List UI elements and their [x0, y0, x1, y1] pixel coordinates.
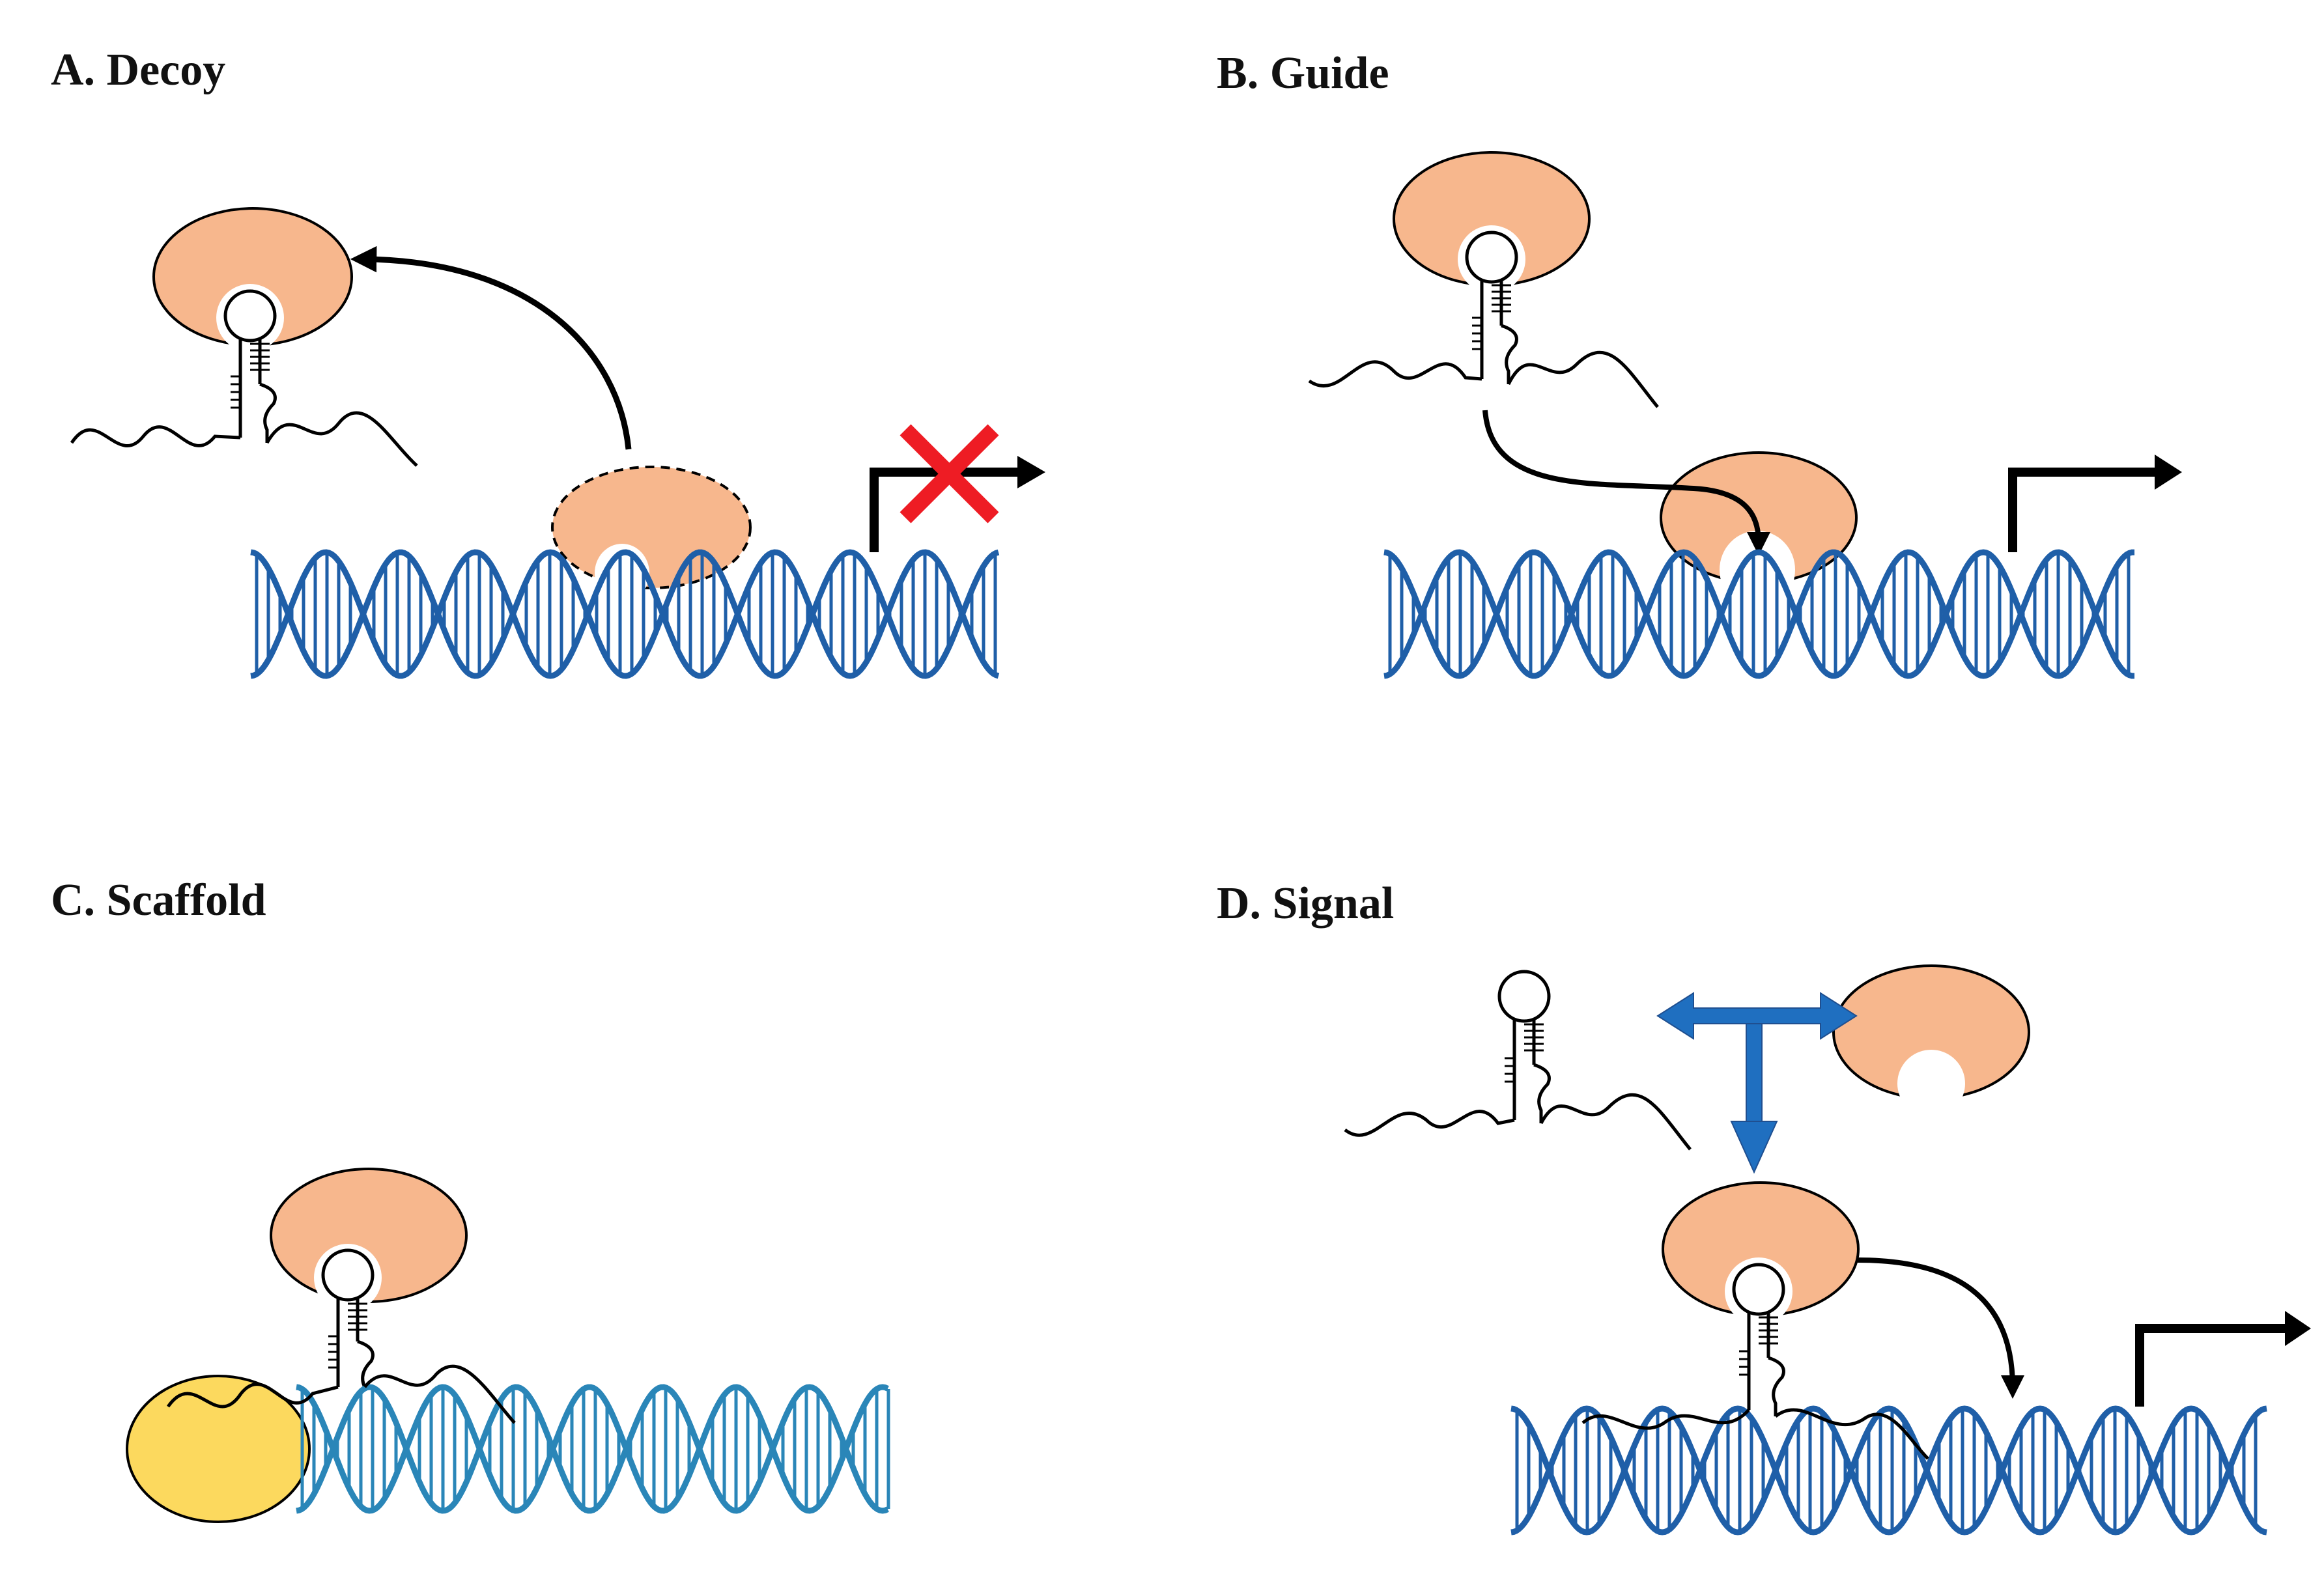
dna-helix-c: [296, 1384, 890, 1514]
dna-strand-top: [250, 549, 1000, 679]
cofactor-protein: [126, 1375, 311, 1523]
hairpin-loop: [223, 289, 277, 343]
panel-c-title: C. Scaffold: [51, 875, 266, 925]
rna-tail-right: [265, 411, 418, 467]
dna-strand-bottom: [1383, 549, 2134, 679]
panel-a-title: A. Decoy: [51, 45, 225, 95]
dna-helix-b: [1383, 549, 2134, 679]
rna-tail-c-left: [166, 1383, 339, 1409]
hairpin-loop-d-bound: [1732, 1263, 1785, 1316]
panel-b-guide: [1308, 151, 2182, 679]
dna-strand-bottom: [1510, 1405, 2267, 1536]
dna-strand-top: [296, 1384, 889, 1514]
panel-c-scaffold: [126, 1168, 890, 1523]
rna-tail-left: [70, 425, 241, 447]
signal-arrow: [1857, 1257, 2024, 1399]
signal-arrows-icon: [1656, 992, 1858, 1174]
hairpin-loop-d-free: [1497, 970, 1551, 1023]
dna-helix-a: [250, 549, 1000, 679]
sequestration-arrow: [350, 246, 632, 450]
panel-a-decoy: [70, 207, 1045, 679]
guide-arrow: [1482, 410, 1770, 555]
panel-d-signal: [1344, 964, 2311, 1536]
dna-strand-top: [1383, 549, 2134, 679]
binding-pocket-d: [1897, 1049, 1965, 1101]
hairpin-loop-c: [321, 1248, 375, 1302]
rna-hairpin-a: [70, 284, 418, 467]
transcription-start-icon-b: [2008, 468, 2162, 552]
hairpin-loop-b: [1465, 231, 1518, 284]
dna-helix-d: [1510, 1405, 2267, 1536]
transcription-start-icon: [870, 468, 1026, 552]
panel-d-title: D. Signal: [1217, 878, 1394, 929]
dna-strand-bottom: [296, 1384, 889, 1514]
panel-b-title: B. Guide: [1217, 48, 1389, 98]
dna-strand-top: [1510, 1405, 2267, 1536]
transcription-start-icon-d: [2135, 1324, 2293, 1407]
blocked-x-icon: [900, 424, 999, 524]
rna-tail-c-right: [363, 1364, 516, 1424]
dna-strand-bottom: [250, 549, 1000, 679]
